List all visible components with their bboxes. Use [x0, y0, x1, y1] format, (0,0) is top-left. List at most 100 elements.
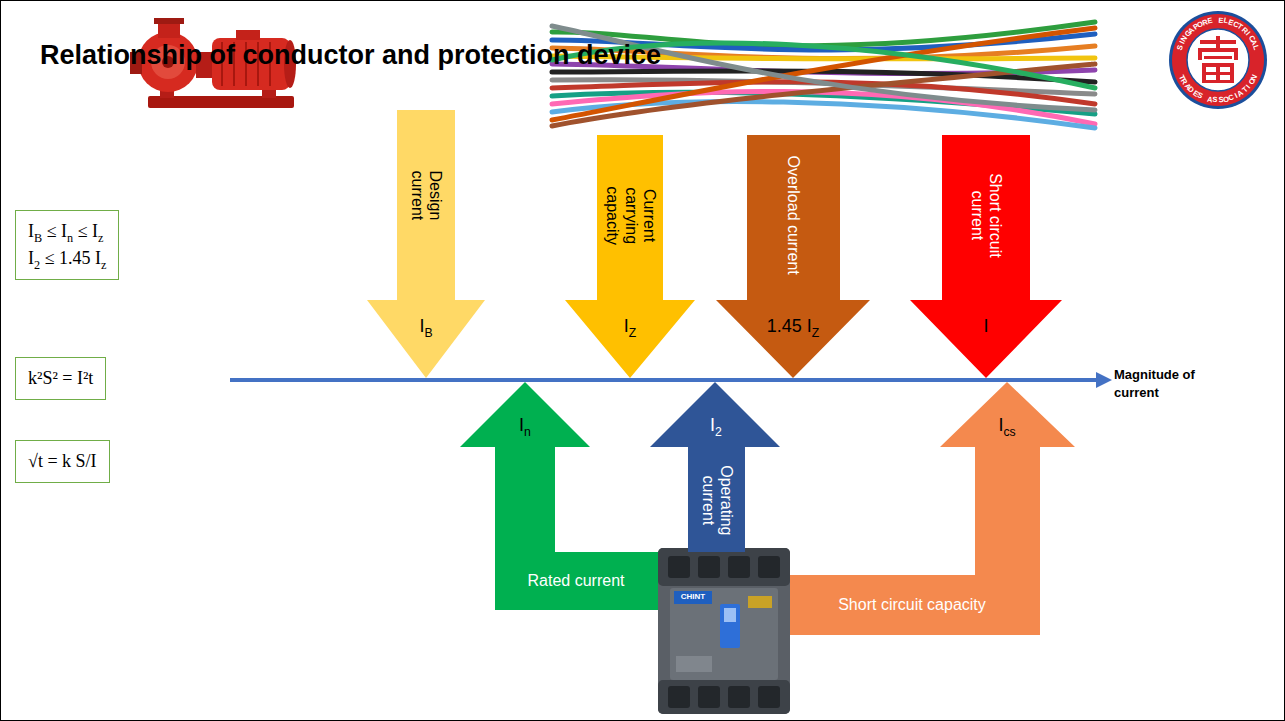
arrow-shape [650, 382, 780, 552]
circuit-breaker-part [728, 686, 750, 708]
text-slot: Ics [982, 415, 1032, 436]
down-arrow: Short circuit currentI [910, 135, 1062, 378]
text-run: ≤ I [42, 221, 67, 241]
circuit-breaker-part [658, 548, 790, 714]
down-arrow: Design currentIB [367, 110, 485, 378]
association-logo [1169, 11, 1267, 109]
formula: I2 ≤ 1.45 Iz [28, 245, 106, 272]
text-slot: Rated current [501, 572, 651, 590]
association-logo-part-part [1234, 48, 1238, 60]
association-logo-part-part [1204, 56, 1232, 59]
association-logo-part [1187, 29, 1249, 91]
formula-box: √t = k S/I [15, 440, 110, 483]
text-run: I [624, 316, 629, 336]
subscript: z [98, 231, 103, 245]
label-slot: CHINT [674, 592, 712, 603]
circuit-breaker-part [758, 686, 780, 708]
text-slot: IB [396, 316, 456, 337]
label-slot: Magnitude of current [1114, 366, 1224, 401]
formula: k²S² = I²t [28, 365, 93, 392]
current-symbol: I [983, 316, 988, 336]
up-arrow: I2Operating current [650, 382, 780, 552]
down-arrow: Current carrying capacityIZ [565, 135, 695, 378]
subscript: n [67, 231, 73, 245]
circuit-breaker-part [674, 591, 712, 604]
association-logo-part-part [1202, 80, 1234, 83]
arrow-outline [910, 135, 1062, 378]
current-symbol: In [519, 415, 531, 435]
text-run: Overload current [785, 156, 802, 275]
slide-title: Relationship of conductor and protection… [40, 38, 740, 72]
formula: IB ≤ In ≤ Iz [28, 218, 106, 245]
subscript: n [524, 424, 531, 438]
up-arrow: IcsShort circuit capacity [790, 382, 1075, 635]
arrow-label: Rated current [528, 572, 625, 589]
text-run: I [983, 316, 988, 336]
subscript: 2 [34, 258, 40, 272]
label-slot: TRADES ASSOCIATION [1168, 10, 1268, 110]
arrow-outline [650, 382, 780, 552]
text-slot: I [966, 316, 1006, 337]
circuit-breaker-part [658, 548, 790, 586]
current-symbol: I2 [710, 415, 722, 435]
circuit-breaker-part [658, 680, 790, 714]
text-slot: IZ [600, 316, 660, 337]
subscript: cs [1003, 424, 1015, 438]
text-run: Short circuit current [969, 173, 1004, 257]
association-logo-part-part [1198, 48, 1202, 60]
arrow-label: Current carrying capacity [604, 186, 658, 245]
arrow-shape [790, 382, 1075, 635]
pump-illustration-part [158, 22, 180, 38]
logo-text: SINGAPORE ELECTRICAL [1168, 10, 1268, 110]
text-slot: I2 [691, 415, 741, 436]
circuit-breaker-part [698, 686, 720, 708]
current-symbol: IZ [624, 316, 637, 336]
pump-illustration-part [154, 18, 184, 24]
formula-box: k²S² = I²t [15, 357, 106, 400]
circuit-breaker-part [668, 556, 690, 578]
circuit-breaker-part [668, 686, 690, 708]
association-logo-part [1198, 36, 1238, 83]
arrow-shape [910, 135, 1062, 378]
text-run: Rated current [528, 572, 625, 589]
text-run: ≤ 1.45 I [40, 248, 101, 268]
association-logo-part [1172, 14, 1264, 106]
circuit-breaker-part [676, 656, 712, 672]
axis-label: Magnitude of current [1114, 367, 1195, 400]
subscript: 2 [715, 424, 722, 438]
circuit-breaker-part [724, 608, 736, 622]
text-slot: Current carrying capacity [602, 175, 657, 255]
cable-bundle [552, 22, 1095, 128]
up-arrow: InRated current [460, 382, 658, 610]
text-run: k²S² = I²t [28, 368, 93, 388]
association-logo-part [1169, 11, 1267, 109]
formula: √t = k S/I [28, 448, 97, 475]
text-run: 1.45 I [767, 316, 812, 336]
arrow-shape [565, 135, 695, 378]
text-run: I [519, 415, 524, 435]
circuit-breaker-part [758, 556, 780, 578]
text-run: Operating current [699, 465, 734, 535]
current-axis [230, 372, 1112, 388]
pump-illustration-part [236, 30, 260, 40]
formula-box: IB ≤ In ≤ IzI2 ≤ 1.45 Iz [15, 210, 119, 280]
association-logo-part-part [1198, 48, 1238, 52]
logo-letter: E [1205, 16, 1215, 26]
circuit-breaker-part [728, 556, 750, 578]
arrow-shape [716, 135, 870, 378]
subscript: B [34, 231, 42, 245]
text-slot: Short circuit capacity [797, 596, 1027, 614]
text-run: I [28, 248, 34, 268]
association-logo-part-part [1216, 36, 1220, 48]
arrow-shape [367, 110, 485, 378]
brand-name: CHINT [681, 592, 705, 601]
current-axis-part [230, 378, 1098, 382]
text-slot: In [500, 415, 550, 436]
arrow-label: Design current [409, 170, 444, 220]
arrow-label: Operating current [699, 465, 734, 535]
text-slot: 1.45 IZ [753, 316, 833, 337]
subscript: B [424, 325, 432, 339]
text-run: I [710, 415, 715, 435]
